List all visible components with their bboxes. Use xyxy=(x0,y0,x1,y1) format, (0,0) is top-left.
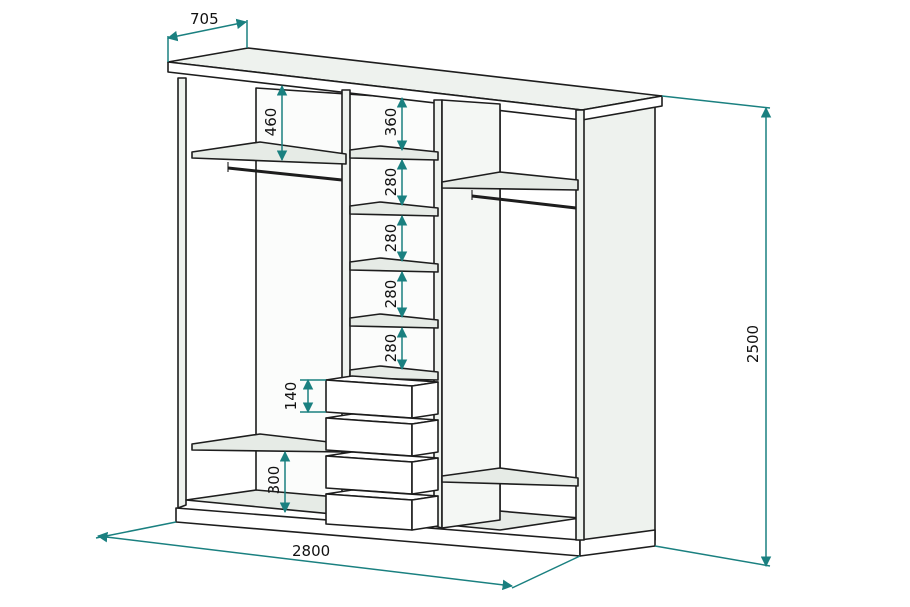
right-hat-shelf xyxy=(441,171,579,191)
center-shelf-1 xyxy=(349,145,439,161)
shelf-gap-3-label: 280 xyxy=(382,280,400,309)
depth-dimension-line xyxy=(166,18,248,42)
depth-label: 705 xyxy=(190,10,219,28)
drawer-4[interactable] xyxy=(325,489,439,531)
shelf-gap-2-label: 280 xyxy=(382,224,400,253)
width-label: 2800 xyxy=(292,542,330,560)
width-dimension-line xyxy=(96,531,514,591)
left-section xyxy=(191,141,347,453)
drawer-1[interactable] xyxy=(325,375,439,419)
center-section xyxy=(325,145,439,531)
right-side-panel xyxy=(579,102,656,551)
right-section xyxy=(441,171,579,487)
drawer-height-label: 140 xyxy=(282,382,300,411)
center-shelf-4 xyxy=(349,313,439,329)
shelf-gap-4-label: 280 xyxy=(382,334,400,363)
center-shelf-3 xyxy=(349,257,439,273)
dimension-lines xyxy=(95,18,772,591)
bottom-gap-label: 300 xyxy=(265,466,283,495)
drawer-3[interactable] xyxy=(325,451,439,495)
left-side-panel xyxy=(177,77,187,509)
dimension-labels: 705 2500 2800 460 360 280 280 280 280 14… xyxy=(190,10,762,560)
right-bottom-shelf xyxy=(441,467,579,487)
shelf-gap-1-label: 280 xyxy=(382,168,400,197)
left-hanging-rail xyxy=(227,166,343,182)
partition-right-depth xyxy=(441,99,501,529)
height-label: 2500 xyxy=(744,325,762,363)
left-hat-shelf xyxy=(191,141,347,165)
right-hanging-rail xyxy=(471,194,577,210)
top-compartment-label: 460 xyxy=(262,108,280,137)
right-inner-edge xyxy=(575,109,585,541)
top-shelf-gap-label: 360 xyxy=(382,108,400,137)
partitions xyxy=(341,89,501,529)
drawer-2[interactable] xyxy=(325,413,439,457)
center-shelf-2 xyxy=(349,201,439,217)
